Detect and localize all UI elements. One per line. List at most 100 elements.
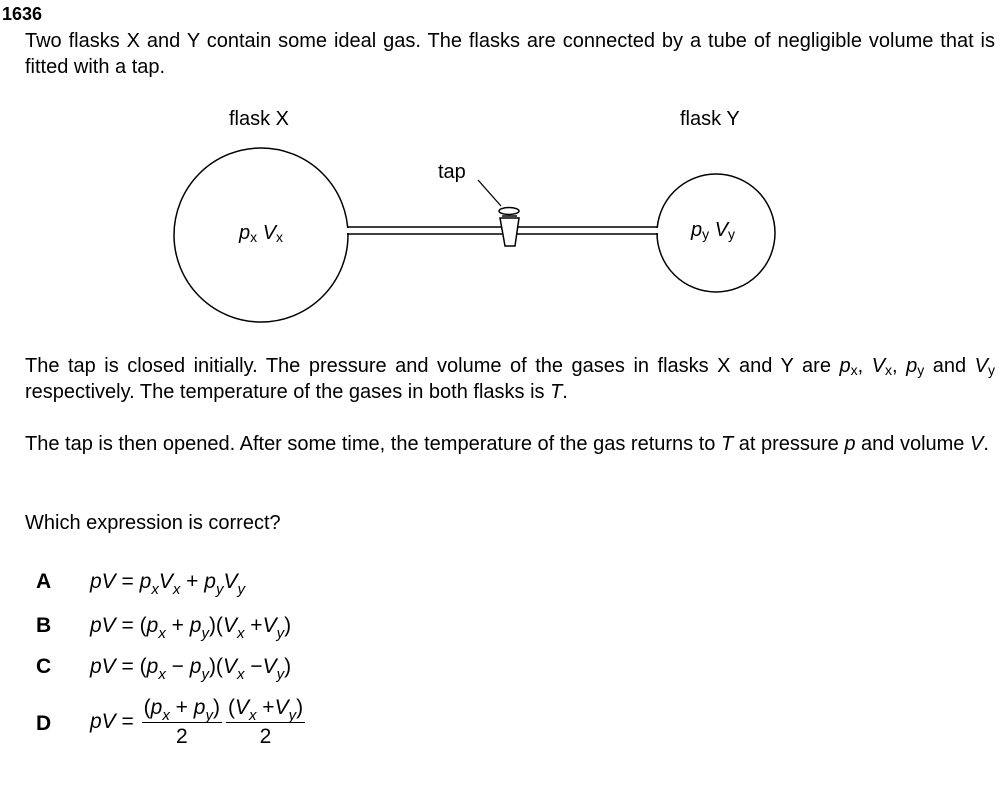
variable: V <box>274 696 289 719</box>
option-expression: pV = (px − py)(Vx −Vy) <box>90 655 292 682</box>
variable: p <box>139 570 152 593</box>
text: and volume <box>855 433 970 455</box>
text: The tap is then opened. After some time,… <box>25 433 721 455</box>
numerator: (Vx +Vy) <box>225 696 306 724</box>
subscript: y <box>288 707 297 724</box>
subscript: x <box>236 666 245 683</box>
text: Two flasks X and Y contain some ideal ga… <box>25 30 995 78</box>
variable: T <box>550 381 563 403</box>
variable: V <box>158 570 173 593</box>
variable: p <box>146 655 159 678</box>
denominator: 2 <box>175 725 188 748</box>
denominator: 2 <box>259 725 272 748</box>
variable: V <box>714 219 729 241</box>
subscript: x <box>250 229 258 245</box>
text: . <box>562 381 568 403</box>
option-letter: C <box>36 655 52 678</box>
subscript: x <box>162 707 170 724</box>
flask-x-label: flask X <box>229 108 290 130</box>
operator: − <box>244 655 263 678</box>
text: at pressure <box>733 433 845 455</box>
subscript: y <box>276 625 285 642</box>
subscript: x <box>151 581 159 598</box>
variable: p <box>146 614 159 637</box>
operator: ) <box>284 614 292 637</box>
variable: V <box>234 696 249 719</box>
subscript: x <box>885 362 893 378</box>
variable: pV <box>90 614 116 637</box>
subscript: x <box>236 625 245 642</box>
operator: ( <box>143 696 151 719</box>
subscript: y <box>201 666 209 683</box>
numerator: (px + py) <box>141 696 222 724</box>
operator: = <box>115 710 140 734</box>
operator: ) <box>296 696 304 719</box>
subscript: y <box>237 581 245 598</box>
operator: )( <box>208 614 223 637</box>
text: , <box>857 355 872 377</box>
variable: p <box>150 696 163 719</box>
variable: p <box>839 355 851 377</box>
text: Which expression is correct? <box>25 512 281 534</box>
option-expression: pV = pxVx + pyVy <box>90 570 245 597</box>
subscript: y <box>205 707 213 724</box>
operator: + <box>180 570 205 593</box>
variable: pV <box>90 655 116 678</box>
fraction: (Vx +Vy)2 <box>225 696 306 749</box>
operator: + <box>244 614 263 637</box>
paragraph-tap-closed: The tap is closed initially. The pressur… <box>25 353 995 405</box>
operator: + <box>165 614 190 637</box>
flask-x <box>173 147 349 323</box>
operator: ) <box>284 655 292 678</box>
operator: = ( <box>115 614 147 637</box>
tap-pointer <box>477 179 502 207</box>
text: and <box>924 355 975 377</box>
option-letter: B <box>36 614 52 637</box>
variable: pV <box>90 710 116 734</box>
variable: p <box>189 614 202 637</box>
tap-label: tap <box>438 161 466 183</box>
variable: T <box>720 433 734 455</box>
variable: p <box>189 655 202 678</box>
variable: pV <box>90 570 116 593</box>
subscript: y <box>728 226 736 242</box>
variable: p <box>691 219 703 241</box>
operator: + <box>256 696 275 719</box>
subscript: y <box>702 226 710 242</box>
subscript: y <box>215 581 224 598</box>
operator: − <box>165 655 190 678</box>
text: , <box>892 355 907 377</box>
fraction: (px + py)2 <box>141 696 222 749</box>
operator: ( <box>227 696 235 719</box>
variable: V <box>262 614 277 637</box>
subscript: y <box>276 666 285 683</box>
variable: p <box>906 355 918 377</box>
variable: p <box>239 222 251 244</box>
subscript: y <box>917 362 925 378</box>
variable: p <box>193 696 206 719</box>
variable: V <box>871 355 886 377</box>
variable: V <box>974 355 988 377</box>
subscript: x <box>172 581 181 598</box>
subscript: x <box>248 707 257 724</box>
flask-y-content: py Vy <box>691 219 735 242</box>
variable: V <box>222 614 237 637</box>
flask-diagram <box>173 147 776 323</box>
variable: V <box>969 433 984 455</box>
text: . <box>983 433 989 455</box>
flask-y-label: flask Y <box>680 108 740 130</box>
tap-icon <box>498 206 520 247</box>
option-expression: pV = (px + py)2(Vx +Vy)2 <box>90 696 307 749</box>
operator: = ( <box>115 655 147 678</box>
option-letter: A <box>36 570 52 593</box>
paragraph-tap-opened: The tap is then opened. After some time,… <box>25 431 995 457</box>
operator: + <box>169 696 194 719</box>
flask-x-content: px Vx <box>239 222 283 245</box>
variable: V <box>223 570 238 593</box>
subscript: y <box>201 625 209 642</box>
intro-text: Two flasks X and Y contain some ideal ga… <box>25 28 995 80</box>
variable: V <box>262 222 277 244</box>
question-text: Which expression is correct? <box>25 510 995 536</box>
option-letter: D <box>36 712 52 735</box>
